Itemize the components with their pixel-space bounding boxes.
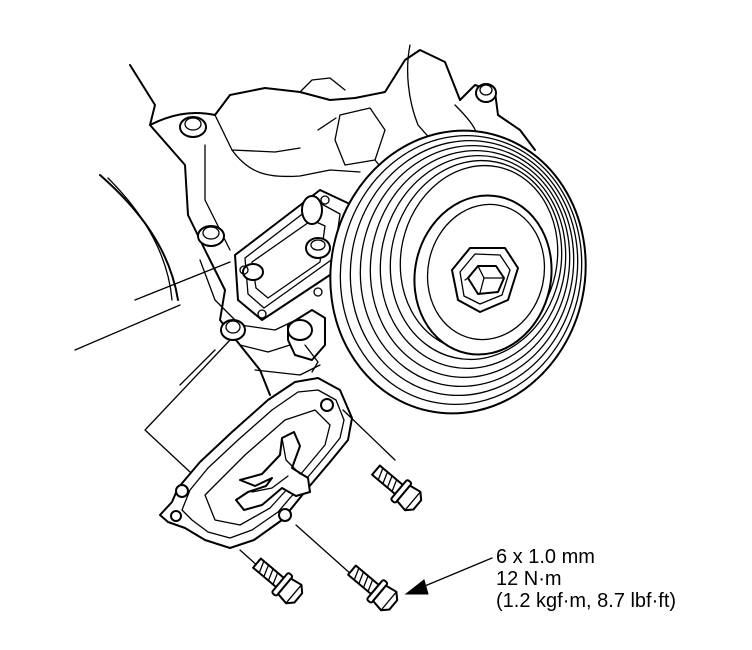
alignment-lines [144, 339, 231, 473]
bolt-3 [252, 557, 304, 605]
torque-spec-callout: 6 x 1.0 mm 12 N·m (1.2 kgf·m, 8.7 lbf·ft… [496, 546, 676, 612]
bolt-2 [347, 564, 399, 612]
housing-opening [234, 189, 353, 321]
crankshaft-pulley [329, 129, 587, 415]
bolt-size-label: 6 x 1.0 mm [496, 546, 595, 568]
torque-conversion-label: (1.2 kgf·m, 8.7 lbf·ft) [496, 590, 677, 612]
sensor [287, 309, 326, 373]
torque-nm-label: 12 N·m [496, 568, 562, 590]
cover-plate [159, 377, 353, 549]
bolt-1 [371, 464, 423, 512]
spec-leader-arrow [404, 557, 493, 595]
